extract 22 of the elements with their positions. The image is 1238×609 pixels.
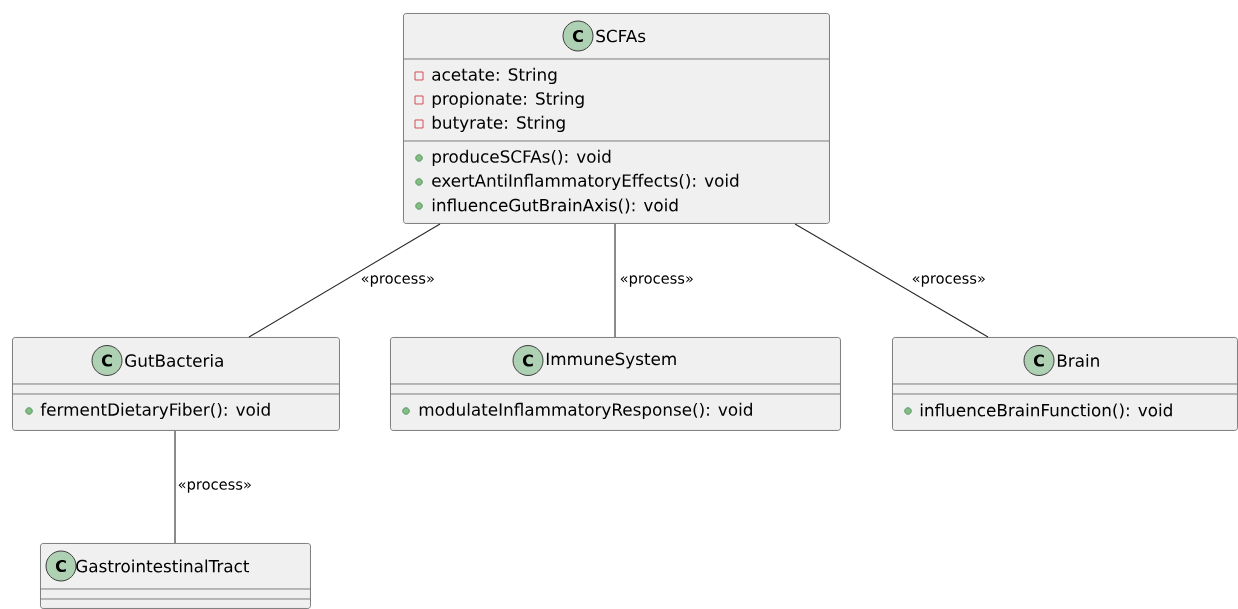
connector-line: [248, 223, 441, 338]
attribute-text: butyrate: String: [432, 115, 565, 133]
class-name: Brain: [1057, 354, 1099, 367]
method-text: exertAntiInflammatoryEffects(): void: [432, 173, 739, 191]
attribute-text: propionate: String: [432, 91, 584, 109]
method-text: produceSCFAs(): void: [432, 149, 611, 167]
class-name: SCFAs: [596, 29, 646, 43]
method-text: influenceGutBrainAxis(): void: [432, 198, 678, 214]
edge-label: «process»: [910, 274, 988, 288]
method-text: fermentDietaryFiber(): void: [40, 402, 270, 420]
edge-label: «process»: [176, 480, 254, 494]
class-name: GastrointestinalTract: [76, 559, 250, 573]
connector-line: [174, 430, 176, 544]
attribute-text: acetate: String: [432, 67, 557, 85]
connector-line: [794, 223, 989, 338]
class-name: ImmuneSystem: [546, 352, 676, 369]
class-name: GutBacteria: [125, 354, 223, 367]
method-text: influenceBrainFunction(): void: [920, 403, 1172, 419]
edge-label: «process»: [618, 274, 696, 288]
method-text: modulateInflammatoryResponse(): void: [419, 402, 752, 420]
edge-label: «process»: [359, 274, 437, 288]
connector-line: [614, 223, 616, 338]
